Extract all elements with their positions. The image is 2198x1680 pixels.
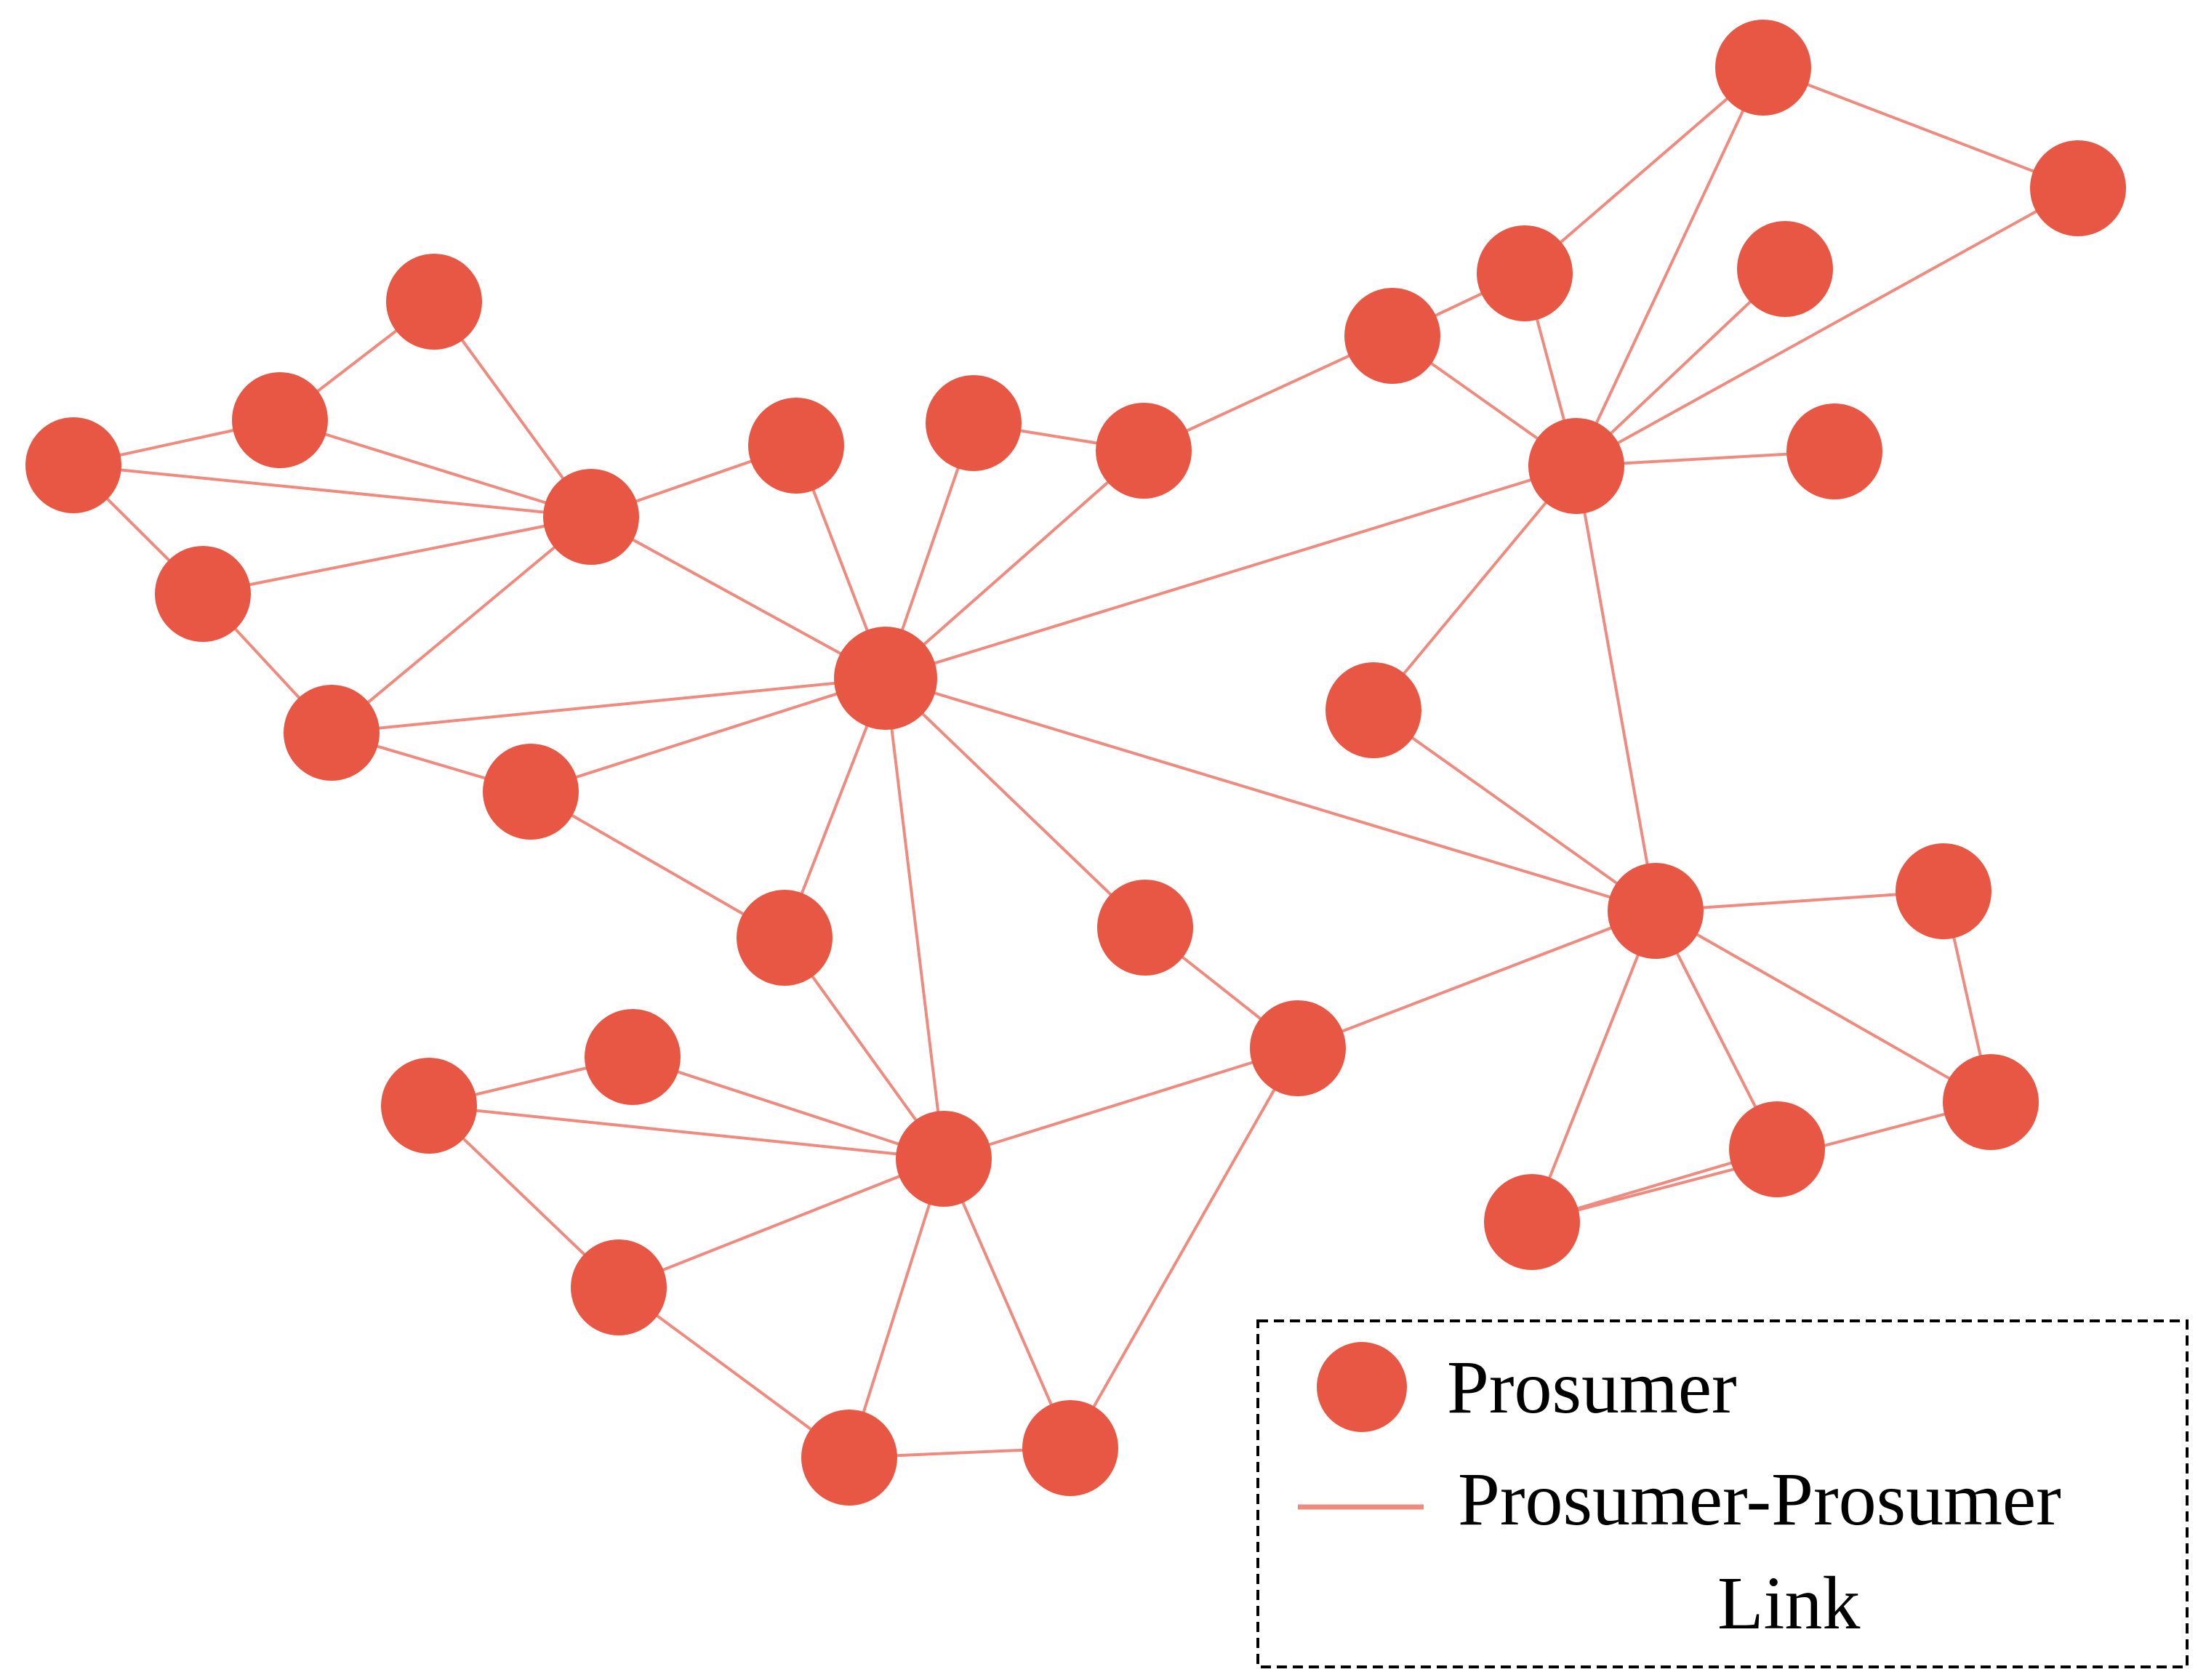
prosumer-node-n20 — [585, 1009, 681, 1105]
prosumer-link-13 — [278, 419, 593, 518]
prosumer-link-0 — [590, 515, 887, 680]
prosumer-link-25 — [631, 1056, 945, 1160]
legend-link-label-line1: Prosumer-Prosumer — [1458, 1458, 2061, 1541]
prosumer-node-n11 — [1250, 1000, 1346, 1096]
legend-border — [1256, 1319, 2189, 1668]
prosumer-node-n24 — [1022, 1400, 1118, 1496]
prosumer-node-n0 — [834, 627, 937, 730]
prosumer-link-53 — [1575, 66, 1765, 467]
prosumer-node-n4 — [1096, 403, 1192, 499]
prosumer-node-n36 — [1737, 221, 1833, 317]
prosumer-node-n1 — [543, 469, 639, 565]
prosumer-link-55 — [1575, 187, 2079, 467]
prosumer-link-52 — [1523, 66, 1765, 275]
prosumer-node-n14 — [25, 417, 121, 513]
prosumer-link-54 — [1762, 66, 2079, 190]
prosumer-link-40 — [1654, 890, 1945, 912]
prosumer-link-30 — [942, 1047, 1299, 1160]
prosumer-node-n13 — [232, 372, 328, 468]
prosumer-node-n8 — [896, 1111, 992, 1207]
prosumer-link-4 — [529, 677, 887, 793]
prosumer-node-n3 — [926, 375, 1022, 471]
prosumer-link-23 — [529, 790, 786, 939]
prosumer-link-35 — [1069, 1047, 1299, 1450]
prosumer-node-n41 — [1943, 1054, 2039, 1150]
legend-link-label-line2: Link — [1717, 1562, 1860, 1645]
prosumer-node-n22 — [571, 1239, 667, 1335]
prosumer-link-7 — [884, 677, 945, 1160]
prosumer-node-n10 — [1097, 880, 1193, 976]
prosumer-node-n30 — [1528, 418, 1624, 514]
prosumer-link-58 — [1372, 465, 1578, 712]
prosumer-nodes — [25, 20, 2126, 1506]
prosumer-link-29 — [942, 1157, 1072, 1450]
prosumer-node-n12 — [386, 254, 482, 350]
prosumer-link-39 — [1575, 465, 1657, 912]
legend: Prosumer Prosumer-Prosumer Link — [1256, 1319, 2189, 1668]
legend-prosumer-label: Prosumer — [1447, 1346, 1737, 1429]
prosumer-node-n37 — [2030, 140, 2126, 236]
prosumer-link-15 — [201, 515, 593, 595]
prosumer-link-27 — [617, 1157, 945, 1289]
prosumer-node-n31 — [1786, 403, 1882, 499]
prosumer-link-8 — [884, 677, 1657, 912]
prosumer-node-n21 — [381, 1058, 477, 1154]
prosumer-node-n9 — [1608, 863, 1704, 959]
prosumer-link-43 — [1531, 909, 1657, 1223]
prosumer-node-n29 — [1344, 288, 1440, 384]
legend-prosumer-marker — [1317, 1342, 1407, 1432]
prosumer-link-38 — [1372, 709, 1657, 912]
prosumer-link-10 — [884, 465, 1578, 680]
prosumer-node-n42 — [1729, 1101, 1825, 1197]
prosumer-node-n40 — [1896, 843, 1992, 939]
prosumer-link-26 — [428, 1104, 945, 1160]
prosumer-link-5 — [330, 677, 887, 734]
prosumer-node-n2 — [748, 398, 844, 494]
prosumer-node-n7 — [737, 890, 833, 986]
prosumer-link-28 — [848, 1157, 945, 1459]
prosumer-node-n15 — [155, 546, 251, 642]
prosumer-link-16 — [330, 515, 593, 734]
prosumer-node-n35 — [1477, 225, 1573, 321]
prosumer-node-n39 — [1325, 662, 1421, 758]
prosumer-link-41 — [1654, 909, 1992, 1104]
prosumer-link-9 — [884, 677, 1147, 929]
prosumer-node-n32 — [1715, 20, 1811, 116]
prosumer-node-n23 — [801, 1410, 897, 1506]
prosumer-node-n6 — [284, 685, 380, 781]
prosumer-link-14 — [72, 464, 593, 518]
prosumer-link-3 — [884, 449, 1145, 680]
prosumer-node-n43 — [1484, 1174, 1580, 1270]
prosumer-node-n5 — [483, 744, 579, 840]
prosumer-link-37 — [1296, 909, 1657, 1050]
